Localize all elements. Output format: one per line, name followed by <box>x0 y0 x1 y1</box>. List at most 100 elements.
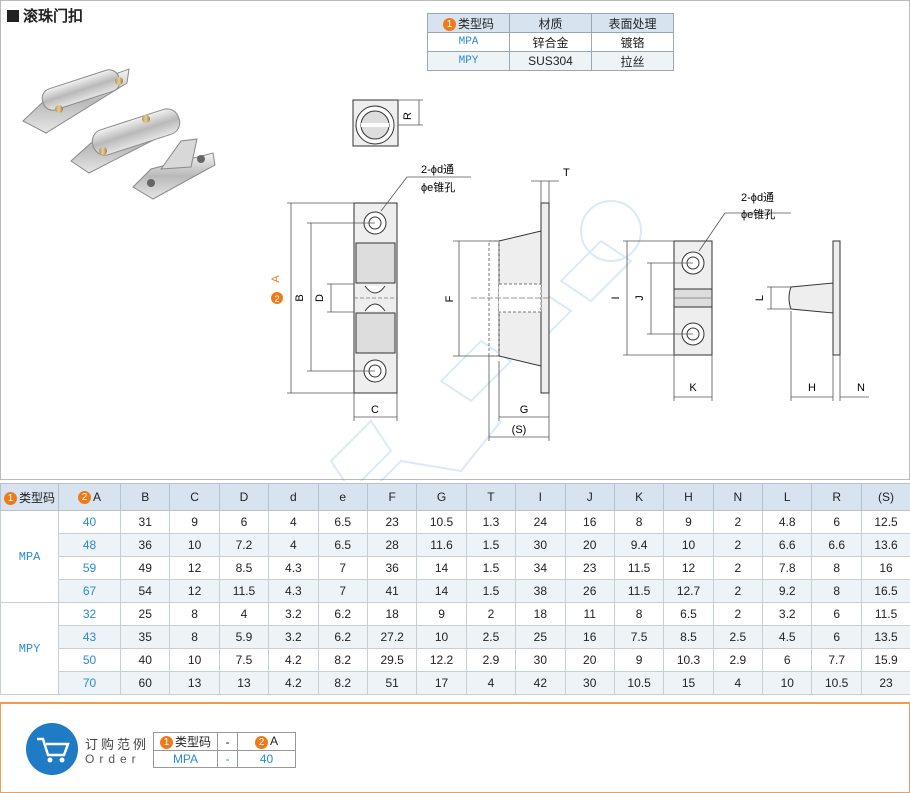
spec-value-cell: 38 <box>515 579 566 603</box>
spec-value-cell: 1.5 <box>465 579 517 603</box>
spec-value-cell: 13.5 <box>860 625 910 649</box>
spec-value-cell: 6.5 <box>317 510 368 534</box>
striker-dimensions <box>623 212 791 401</box>
spec-header-col: d <box>268 483 319 511</box>
spec-value-cell: 35 <box>119 625 171 649</box>
spec-value-cell: 27.2 <box>366 625 418 649</box>
spec-value-cell: 4 <box>268 533 319 557</box>
spec-type-cell: MPA <box>0 510 59 603</box>
spec-value-cell: 17 <box>416 671 467 695</box>
spec-value-cell: 12 <box>663 556 714 580</box>
spec-value-cell: 8.2 <box>317 671 368 695</box>
striker-front-view <box>673 240 713 356</box>
order-value-dash: - <box>217 750 238 768</box>
spec-value-cell: 42 <box>515 671 566 695</box>
spec-value-cell: 9 <box>663 510 714 534</box>
spec-value-cell: 3.2 <box>268 602 319 626</box>
dim-label-g: G <box>520 404 529 416</box>
spec-value-cell: 16 <box>564 625 615 649</box>
dim-label-l: L <box>754 295 766 301</box>
cart-icon <box>26 723 78 775</box>
material-header-finish: 表面处理 <box>591 13 674 33</box>
spec-value-cell: 2 <box>712 533 764 557</box>
spec-value-cell: 1.5 <box>465 556 517 580</box>
spec-value-cell: 28 <box>366 533 418 557</box>
spec-value-cell: 7.5 <box>218 648 270 672</box>
title-square-icon <box>7 9 19 22</box>
spec-value-cell: 4 <box>712 671 764 695</box>
spec-value-cell: 3.2 <box>268 625 319 649</box>
spec-value-cell: 2.5 <box>712 625 764 649</box>
spec-value-cell: 6 <box>811 602 862 626</box>
spec-value-cell: 7.7 <box>811 648 862 672</box>
spec-value-cell: 23 <box>564 556 615 580</box>
spec-a-cell: 40 <box>58 510 121 534</box>
spec-value-cell: 12 <box>169 579 220 603</box>
spec-header-col: (S) <box>860 483 910 511</box>
spec-value-cell: 7.2 <box>218 533 270 557</box>
dim-label-c: C <box>371 404 379 416</box>
spec-value-cell: 2 <box>712 579 764 603</box>
spec-header-col: L <box>762 483 813 511</box>
spec-value-cell: 30 <box>515 533 566 557</box>
spec-value-cell: 12.2 <box>416 648 467 672</box>
spec-value-cell: 10 <box>169 533 220 557</box>
spec-value-cell: 4 <box>268 510 319 534</box>
spec-header-col: C <box>169 483 220 511</box>
material-code-cell: MPY <box>427 51 510 71</box>
spec-value-cell: 20 <box>564 533 615 557</box>
order-value-type: MPA <box>153 750 218 768</box>
spec-a-cell: 48 <box>58 533 121 557</box>
spec-type-cell: MPY <box>0 602 59 695</box>
spec-value-cell: 49 <box>119 556 171 580</box>
spec-value-cell: 31 <box>119 510 171 534</box>
dim-label-k: K <box>689 382 697 394</box>
spec-a-cell: 32 <box>58 602 121 626</box>
hole-note-2-line1: 2-ϕd通 <box>741 191 774 204</box>
material-cell: 锌合金 <box>509 32 592 52</box>
spec-value-cell: 8.5 <box>663 625 714 649</box>
table-row: MPA 锌合金 镀铬 <box>427 32 674 52</box>
spec-value-cell: 6.6 <box>811 533 862 557</box>
product-photo <box>22 68 216 200</box>
dim-label-r: R <box>402 112 414 120</box>
spec-value-cell: 6.2 <box>317 625 368 649</box>
spec-value-cell: 5.9 <box>218 625 270 649</box>
spec-a-cell: 67 <box>58 579 121 603</box>
spec-value-cell: 18 <box>515 602 566 626</box>
spec-value-cell: 14 <box>416 556 467 580</box>
spec-value-cell: 20 <box>564 648 615 672</box>
spec-value-cell: 34 <box>515 556 566 580</box>
spec-value-cell: 11.5 <box>613 579 665 603</box>
spec-value-cell: 6.2 <box>317 602 368 626</box>
spec-a-cell: 50 <box>58 648 121 672</box>
badge-two-drawing-icon <box>271 292 283 304</box>
dim-label-s: (S) <box>512 424 527 436</box>
spec-value-cell: 2 <box>712 602 764 626</box>
spec-value-cell: 24 <box>515 510 566 534</box>
striker-side-view <box>788 240 841 356</box>
spec-value-cell: 4.2 <box>268 648 319 672</box>
spec-value-cell: 13 <box>218 671 270 695</box>
striker-side-dimensions <box>767 286 869 401</box>
spec-value-cell: 41 <box>366 579 418 603</box>
spec-value-cell: 9.4 <box>613 533 665 557</box>
order-label-en: Order <box>85 752 141 766</box>
order-header-dash: - <box>217 732 238 751</box>
spec-value-cell: 3.2 <box>762 602 813 626</box>
spec-value-cell: 2.5 <box>465 625 517 649</box>
spec-value-cell: 1.5 <box>465 533 517 557</box>
badge-two-icon: 2 <box>254 735 268 749</box>
technical-drawing: R <box>22 68 869 481</box>
